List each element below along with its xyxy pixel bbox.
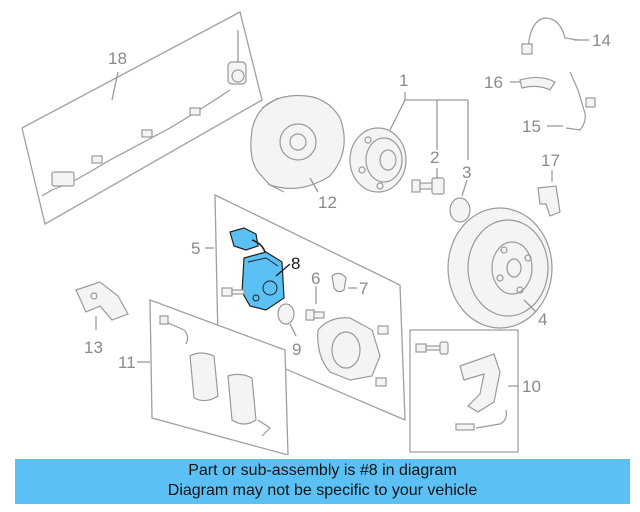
callout-8-leader [275,263,291,277]
part-17-bracket [537,185,561,217]
part-4-brake-rotor [447,207,553,329]
part-3-washer [449,197,471,223]
callout-12: 12 [318,193,337,212]
callout-18: 18 [108,49,127,68]
part-13-carrier-bracket [75,281,129,321]
callout-15: 15 [522,117,541,136]
part-14-15-16-brake-hoses [519,17,596,131]
callout-10: 10 [522,377,541,396]
part-7-cap [331,272,347,293]
callout-6: 6 [311,269,320,288]
banner-line-2: Diagram may not be specific to your vehi… [167,482,478,499]
callout-7: 7 [359,279,368,298]
part-caliper-housing [317,317,389,387]
part-18-abs-sensor-panel [21,11,263,225]
callout-17: 17 [541,151,560,170]
callout-1: 1 [399,71,408,90]
part-caliper-bolt [221,287,245,297]
part-11-brake-pads [159,315,271,437]
part-9-seal [277,303,295,325]
banner-line-1: Part or sub-assembly is #8 in diagram [188,462,457,479]
part-6-bleeder [305,309,325,321]
callout-5: 5 [191,239,200,258]
callout-8: 8 [291,254,300,273]
callout-14: 14 [592,31,611,50]
callout-4: 4 [538,310,547,329]
part-2-hub-bolt [411,177,445,195]
callout-16: 16 [484,73,503,92]
info-banner: Part or sub-assembly is #8 in diagram Di… [15,459,630,504]
part-10-guide-pins [415,341,507,431]
callout-11: 11 [118,353,136,372]
callout-2: 2 [430,148,439,167]
callout-13: 13 [84,338,103,357]
part-1-hub [349,127,407,193]
part-8-parking-brake-motor [229,227,285,311]
parts-diagram: 18 12 1 2 3 14 16 [21,11,611,455]
callout-3: 3 [462,163,471,182]
part-12-dust-shield [250,94,345,193]
callout-9: 9 [292,340,301,359]
